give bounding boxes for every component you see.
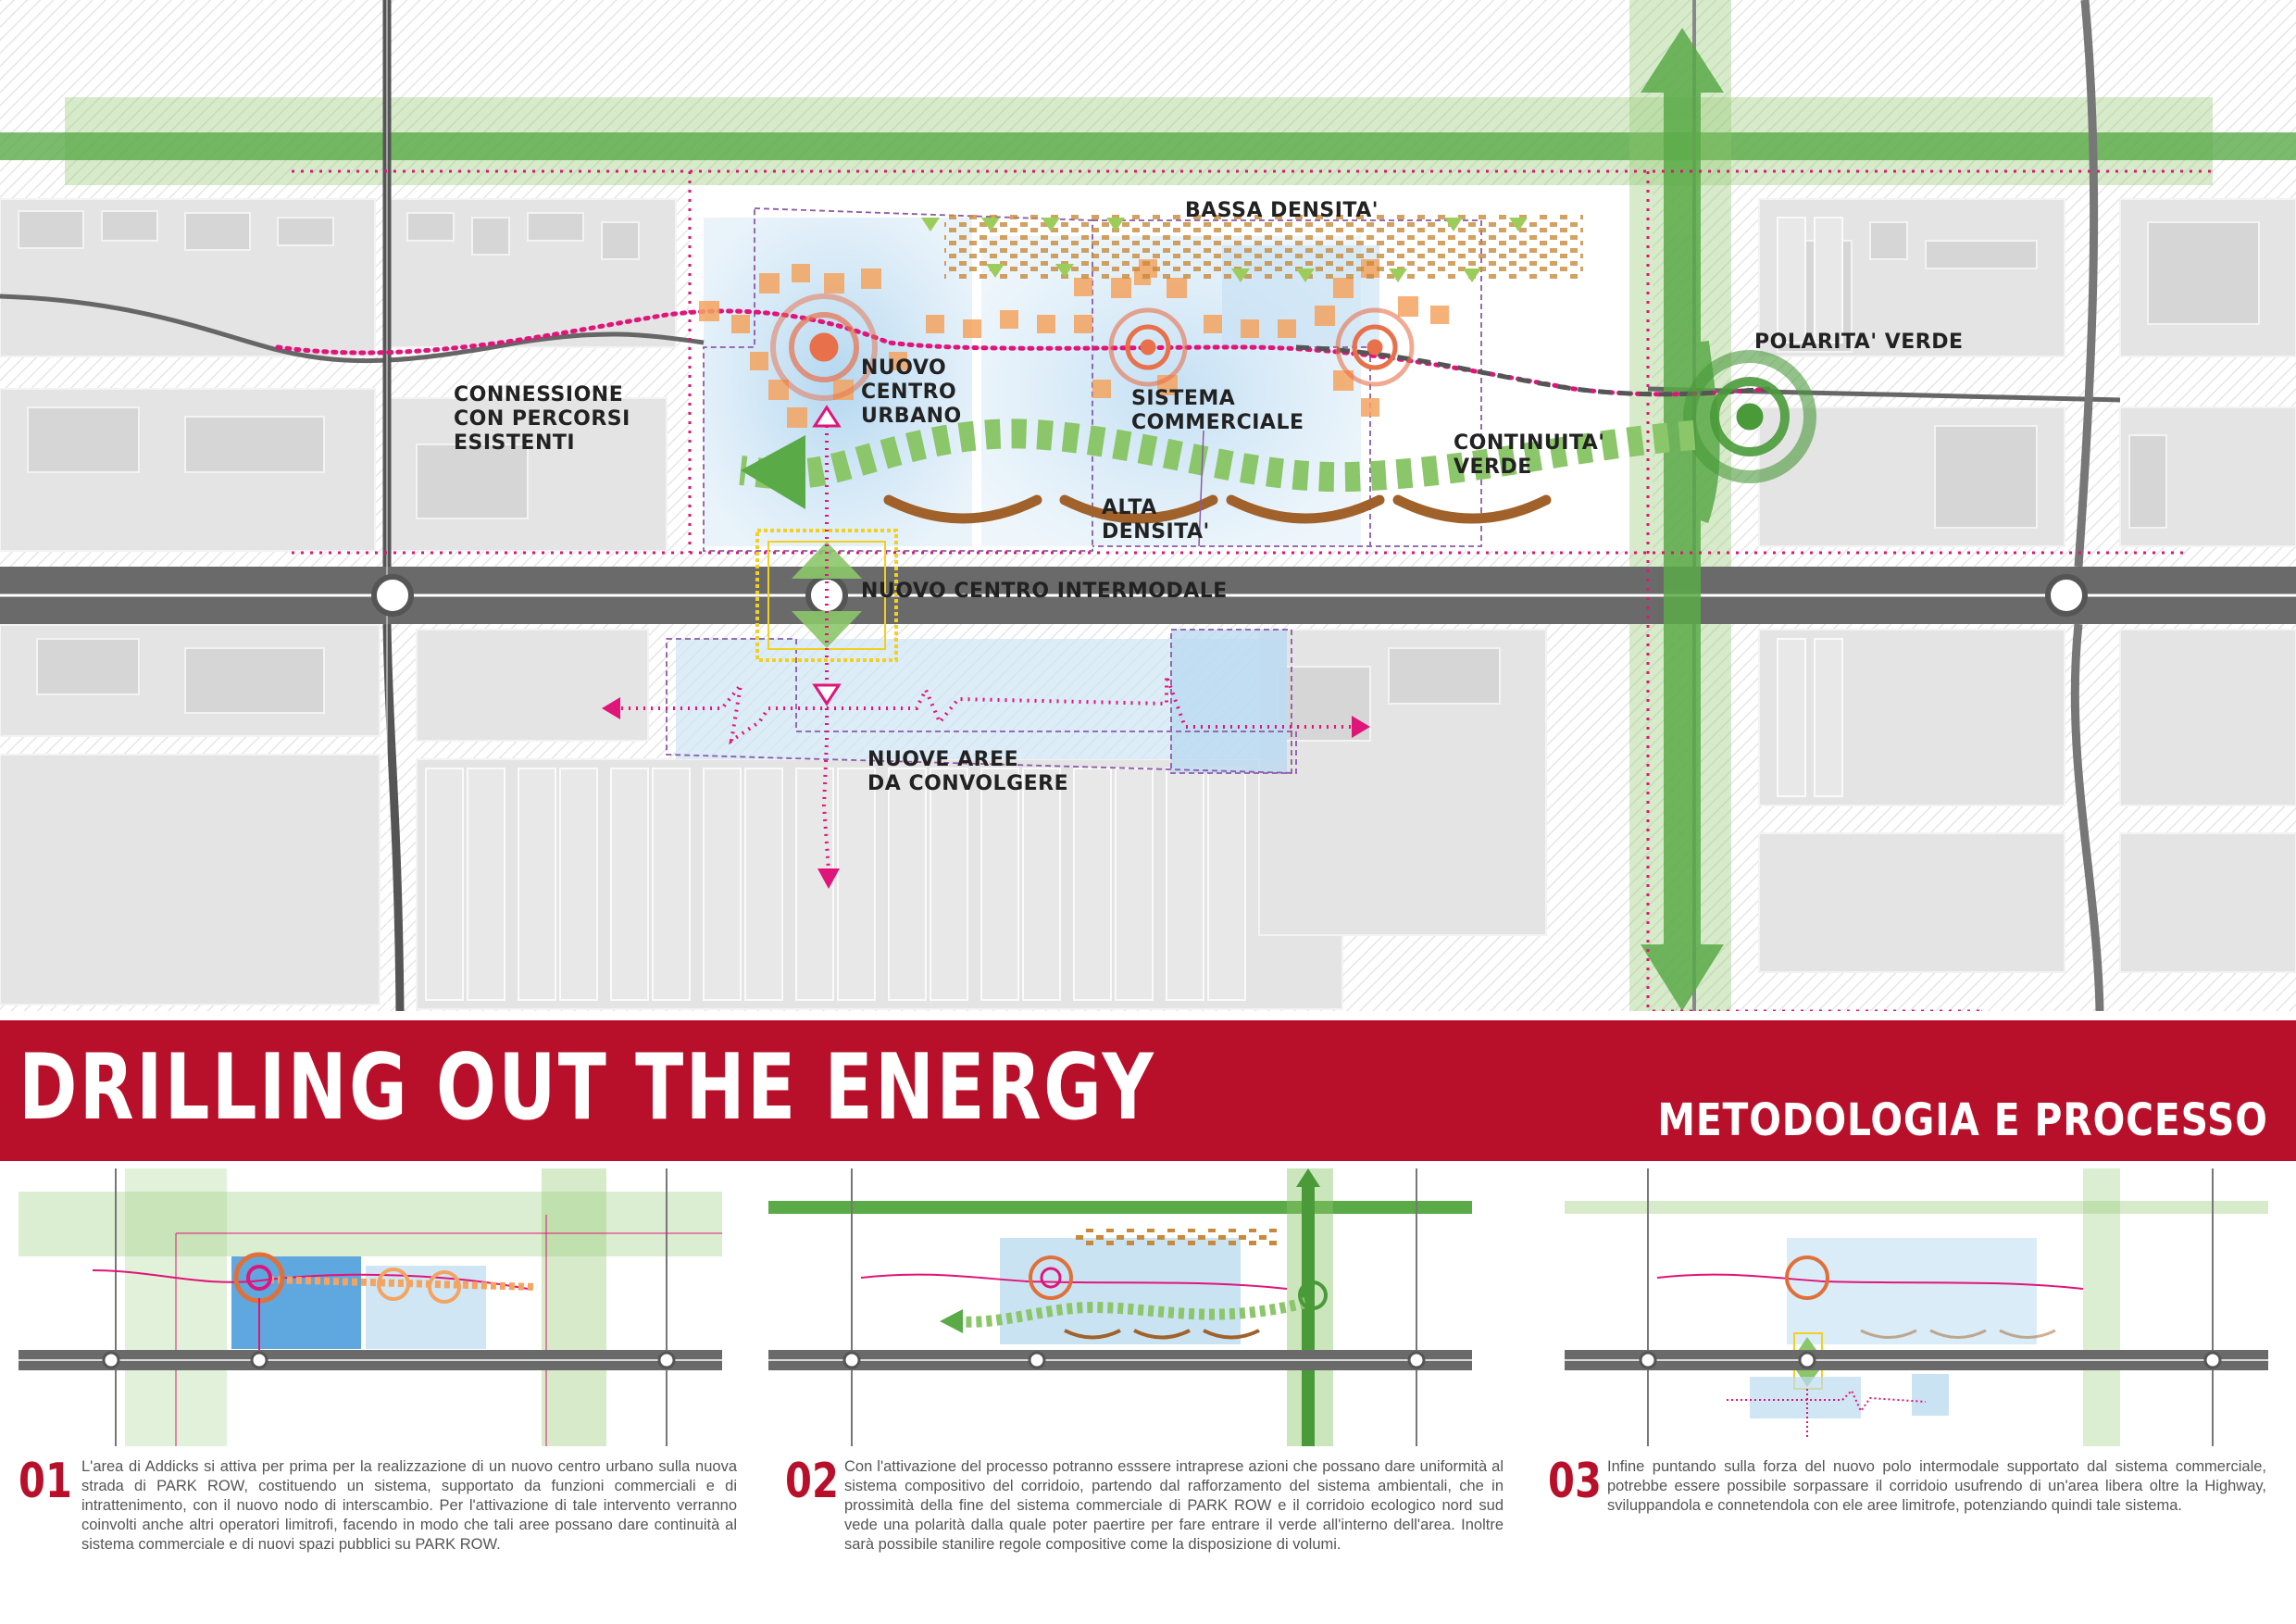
step-text-02: Con l'attivazione del processo potranno … <box>844 1458 1504 1553</box>
intermodal-arrow <box>812 405 842 706</box>
residential-grid <box>425 217 1843 1001</box>
step-number-03: 03 <box>1548 1454 1602 1509</box>
label-bassa-densita: BASSA DENSITA' <box>1185 199 1379 222</box>
process-diagram-03 <box>1565 1168 2268 1446</box>
label-nuove-aree: NUOVE AREE DA CONVOLGERE <box>867 748 1069 795</box>
green-triangles <box>921 218 1528 282</box>
blue-development-areas <box>676 218 1379 773</box>
main-title: DRILLING OUT THE ENERGY <box>19 1035 1156 1141</box>
masterplan-map <box>0 0 2296 1011</box>
ecological-arrow-head <box>741 435 805 509</box>
label-continuita-verde: CONTINUITA' VERDE <box>1454 431 1605 479</box>
arrow-south <box>817 868 840 889</box>
label-alta-densita: ALTA DENSITA' <box>1102 496 1210 543</box>
step-text-01: L'area di Addicks si attiva per prima pe… <box>81 1458 737 1553</box>
step-number-02: 02 <box>785 1454 839 1509</box>
title-banner <box>0 1020 2296 1161</box>
label-nuovo-centro-intermodale: NUOVO CENTRO INTERMODALE <box>861 580 1228 603</box>
green-polarity-ring <box>1683 350 1816 483</box>
southern-connections <box>606 675 1352 871</box>
existing-buildings <box>0 198 2296 1010</box>
magenta-dotted-boundaries <box>292 169 2213 1011</box>
label-connessione: CONNESSIONE CON PERCORSI ESISTENTI <box>454 383 630 455</box>
pedestrian-connection-path-dark <box>1295 344 1769 397</box>
label-nuovo-centro-urbano: NUOVO CENTRO URBANO <box>861 356 962 428</box>
green-corridor-east-west <box>0 132 2296 160</box>
label-sistema-commerciale: SISTEMA COMMERCIALE <box>1131 387 1304 434</box>
high-density-arcs <box>883 494 1552 524</box>
low-density-pattern <box>944 215 1583 280</box>
arrow-east <box>1352 716 1370 738</box>
step-number-01: 01 <box>19 1454 72 1509</box>
ecological-continuity-path <box>739 418 1696 493</box>
step-text-03: Infine puntando sulla forza del nuovo po… <box>1607 1458 2266 1514</box>
arrow-west <box>602 697 620 719</box>
urban-center-rings <box>770 294 1415 401</box>
process-diagram-01 <box>19 1168 722 1446</box>
process-diagram-02 <box>768 1168 1472 1446</box>
pedestrian-connection-path <box>275 308 1771 397</box>
north-south-green-arrow <box>1641 28 1724 1011</box>
commercial-leader-line <box>1198 430 1204 547</box>
label-polarita-verde: POLARITA' VERDE <box>1754 331 1964 354</box>
sub-title: METODOLOGIA E PROCESSO <box>1657 1094 2268 1146</box>
